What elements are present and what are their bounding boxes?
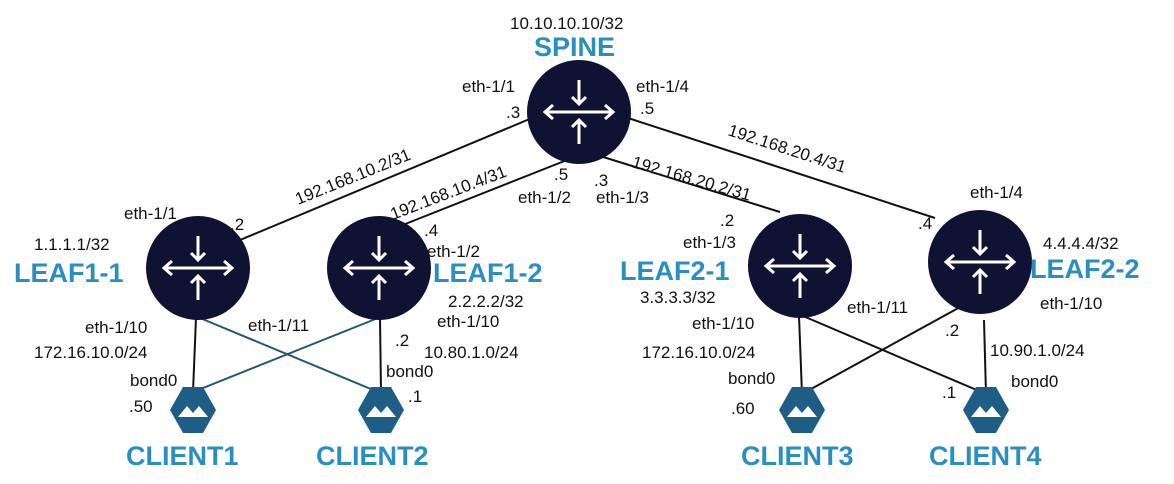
link-leaf2-1-client3 xyxy=(798,315,803,395)
spine-name: SPINE xyxy=(534,32,615,62)
link-spine-leaf2-1 xyxy=(599,155,781,213)
client1-node[interactable] xyxy=(170,387,216,433)
subnet-spine-leaf1-1: 192.168.10.2/31 xyxy=(292,145,413,209)
left-subnet-172: 172.16.10.0/24 xyxy=(34,343,147,362)
link-spine-leaf1-1 xyxy=(239,117,533,241)
right-subnet-172: 172.16.10.0/24 xyxy=(642,343,755,362)
leaf2-2-router[interactable] xyxy=(928,210,1032,314)
spine-if-eth-1-3: eth-1/3 xyxy=(596,188,649,207)
spine-addr-leaf2-1: .3 xyxy=(594,171,608,190)
client4-bond: bond0 xyxy=(1011,372,1058,391)
leaf2-1-loopback-ip: 3.3.3.3/32 xyxy=(640,288,716,307)
spine-if-eth-1-4: eth-1/4 xyxy=(636,77,689,96)
leaf1-2-name: LEAF1-2 xyxy=(433,258,543,288)
leaf1-1-name: LEAF1-1 xyxy=(14,258,124,288)
leaf1-1-addr-spine: .2 xyxy=(230,215,244,234)
leaf2-1-name: LEAF2-1 xyxy=(620,256,730,286)
link-leaf1-2-client1 xyxy=(192,317,379,393)
client1-name: CLIENT1 xyxy=(126,441,239,471)
leaf2-2-addr-spine: .4 xyxy=(918,214,932,233)
link-leaf1-2-client2 xyxy=(379,317,382,393)
client3-addr: .60 xyxy=(731,399,755,418)
leaf2-1-if-eth-1-3: eth-1/3 xyxy=(683,233,736,252)
spine-if-eth-1-1: eth-1/1 xyxy=(462,77,515,96)
client3-name: CLIENT3 xyxy=(741,441,854,471)
client4-node[interactable] xyxy=(963,387,1009,433)
leaf2-1-addr-spine: .2 xyxy=(720,211,734,230)
leaf1-1-if-eth-1-1: eth-1/1 xyxy=(124,204,177,223)
spine-router[interactable] xyxy=(527,60,631,164)
client2-addr: .1 xyxy=(408,387,422,406)
leaf1-1-loopback-ip: 1.1.1.1/32 xyxy=(34,235,110,254)
client2-name: CLIENT2 xyxy=(316,441,429,471)
client2-node[interactable] xyxy=(358,387,404,433)
client-icon xyxy=(963,387,1009,433)
client3-node[interactable] xyxy=(779,387,825,433)
leaf1-1-router[interactable] xyxy=(146,216,250,320)
spine-loopback-ip: 10.10.10.10/32 xyxy=(510,14,623,33)
leaf2-2-if-eth-1-4: eth-1/4 xyxy=(970,183,1023,202)
link-leaf2-1-client4 xyxy=(802,315,987,395)
spine-addr-leaf2-2: .5 xyxy=(640,99,654,118)
leaf2-2-name: LEAF2-2 xyxy=(1030,254,1140,284)
leaf2-1-if-eth-1-10: eth-1/10 xyxy=(692,314,754,333)
link-spine-leaf1-2 xyxy=(384,159,568,233)
link-leaf1-1-client2 xyxy=(199,317,379,393)
leaf2-2-access-addr: .2 xyxy=(945,321,959,340)
client-icon xyxy=(170,387,216,433)
spine-addr-leaf1-2: .5 xyxy=(554,165,568,184)
leaf1-2-addr-spine: .4 xyxy=(424,221,438,240)
client4-name: CLIENT4 xyxy=(929,441,1042,471)
subnet-spine-leaf2-2: 192.168.20.4/31 xyxy=(726,121,849,177)
link-leaf2-2-client3 xyxy=(801,305,963,395)
client1-addr: .50 xyxy=(129,397,153,416)
client-icon xyxy=(779,387,825,433)
leaf1-2-access-addr: .2 xyxy=(395,331,409,350)
leaf2-2-loopback-ip: 4.4.4.4/32 xyxy=(1043,234,1119,253)
leaf1-2-loopback-ip: 2.2.2.2/32 xyxy=(448,292,524,311)
leaf1-2-if-eth-1-2: eth-1/2 xyxy=(427,242,480,261)
spine-if-eth-1-2: eth-1/2 xyxy=(518,188,571,207)
client-icon xyxy=(358,387,404,433)
leaf1-1-if-eth-1-11: eth-1/11 xyxy=(248,316,309,335)
leaf2-1-if-eth-1-11: eth-1/11 xyxy=(847,298,908,317)
client2-bond: bond0 xyxy=(386,362,433,381)
client3-bond: bond0 xyxy=(728,369,775,388)
link-leaf2-2-client4 xyxy=(983,319,987,395)
client4-addr: .1 xyxy=(942,383,956,402)
link-leaf1-1-client1 xyxy=(192,317,197,393)
leaf1-2-router[interactable] xyxy=(327,216,431,320)
spine-addr-leaf1-1: .3 xyxy=(506,103,520,122)
right-subnet-10-90: 10.90.1.0/24 xyxy=(990,341,1085,360)
link-spine-leaf2-2 xyxy=(627,117,936,219)
leaf2-2-if-eth-1-10: eth-1/10 xyxy=(1040,294,1102,313)
leaf1-1-if-eth-1-10: eth-1/10 xyxy=(85,318,147,337)
client1-bond: bond0 xyxy=(130,371,177,390)
leaf2-1-router[interactable] xyxy=(748,214,852,318)
leaf1-2-if-eth-1-10: eth-1/10 xyxy=(437,312,499,331)
left-subnet-10-80: 10.80.1.0/24 xyxy=(424,343,519,362)
